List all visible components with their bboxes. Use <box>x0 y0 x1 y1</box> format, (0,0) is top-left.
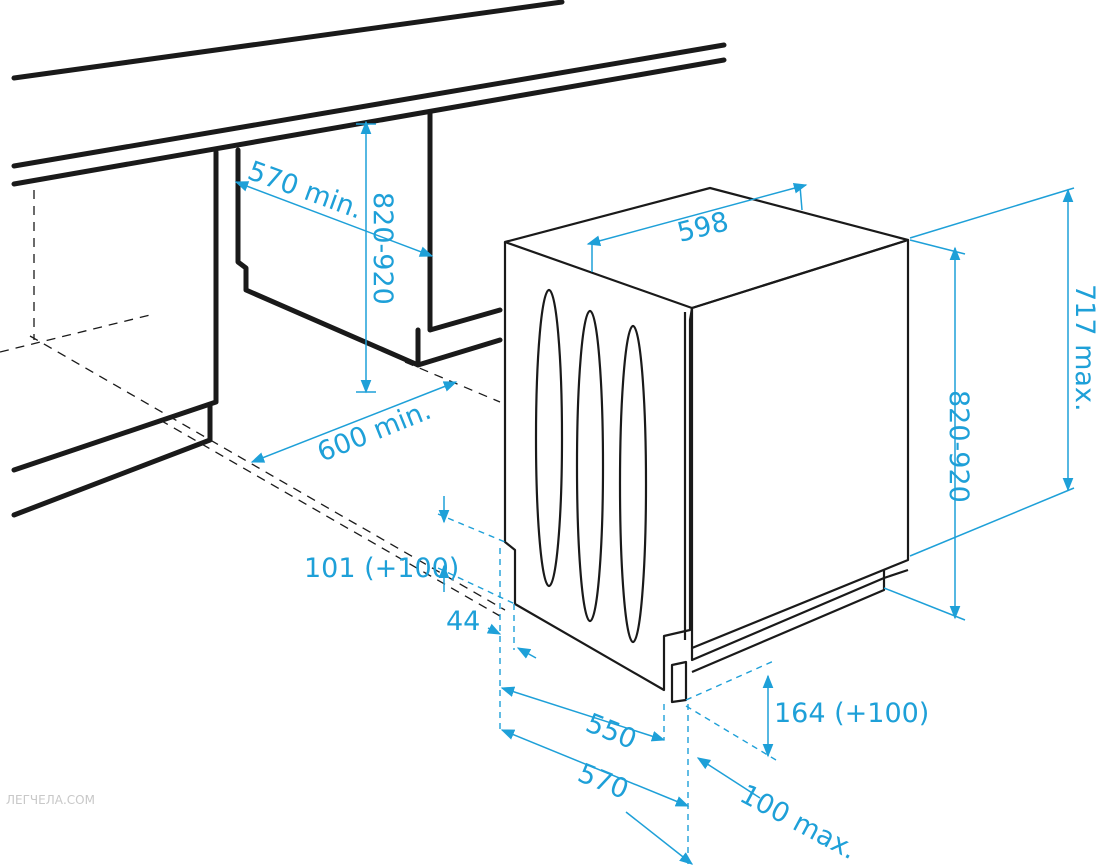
label-plinth-depth-max: 100 max. <box>735 779 862 866</box>
watermark: ЛЕГЧЕЛА.COM <box>6 793 95 807</box>
label-cabinet-height: 820-920 <box>367 192 398 305</box>
label-niche-width: 600 min. <box>313 395 436 469</box>
label-cabinet-depth: 570 min. <box>244 155 367 225</box>
dimension-lines <box>234 120 1075 866</box>
label-door-gap: 101 (+100) <box>304 553 459 584</box>
label-total-depth: 570 <box>573 758 632 806</box>
countertop <box>11 0 727 187</box>
label-appliance-height-range: 820-920 <box>943 390 974 503</box>
label-door-offset: 44 <box>446 606 480 637</box>
label-appliance-depth: 550 <box>581 708 640 756</box>
label-appliance-height-max: 717 max. <box>1069 284 1100 412</box>
label-plinth-height: 164 (+100) <box>774 698 929 729</box>
dishwasher <box>503 186 910 704</box>
left-cabinet <box>11 149 219 518</box>
label-appliance-width: 598 <box>674 206 732 249</box>
